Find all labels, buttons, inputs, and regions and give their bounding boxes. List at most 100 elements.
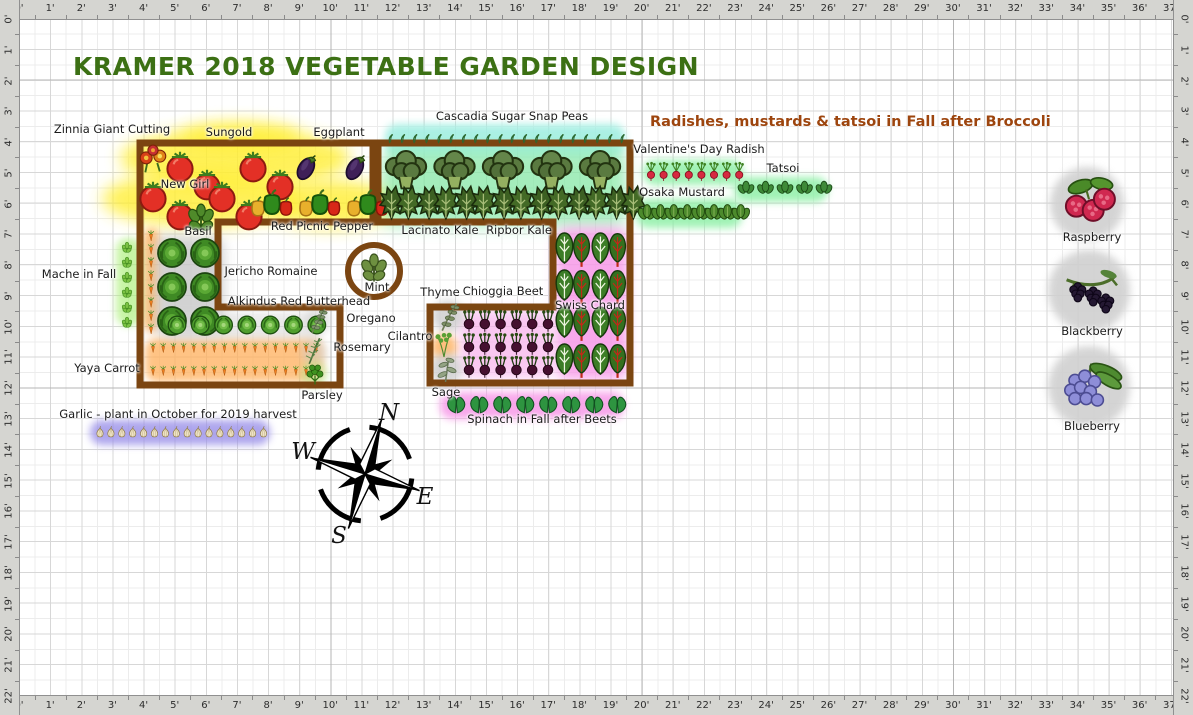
plant-yaya-carrot-row-1[interactable] bbox=[150, 342, 320, 353]
ruler-tick bbox=[906, 696, 908, 700]
ruler-label: 4' bbox=[138, 700, 149, 711]
ruler-label: 11' bbox=[3, 349, 15, 366]
ruler-tick bbox=[1092, 696, 1094, 700]
ruler-label: 11' bbox=[1178, 349, 1190, 366]
ruler-tick bbox=[1174, 434, 1178, 436]
ruler-tick bbox=[1174, 249, 1178, 251]
ruler-tick bbox=[221, 15, 223, 19]
ruler-label: 19' bbox=[602, 3, 619, 14]
plant-basil[interactable] bbox=[186, 203, 215, 233]
ruler-tick bbox=[221, 696, 223, 700]
plant-chioggia-beet[interactable] bbox=[463, 309, 554, 378]
plant-mint[interactable] bbox=[359, 253, 388, 282]
ruler-tick bbox=[252, 15, 254, 19]
plant-red-picnic-pepper[interactable] bbox=[251, 188, 389, 217]
ruler-label: 2' bbox=[76, 3, 86, 14]
ruler-label: 14' bbox=[447, 3, 463, 14]
ruler-label: 17' bbox=[540, 3, 556, 14]
label-mint: Mint bbox=[364, 280, 390, 294]
plant-eggplant[interactable] bbox=[294, 151, 369, 182]
ruler-tick bbox=[906, 15, 908, 19]
ruler-label: 22' bbox=[1178, 688, 1190, 704]
plant-valentines-day-radish[interactable] bbox=[646, 161, 744, 181]
ruler-label: 17' bbox=[3, 534, 15, 550]
label-blueberry: Blueberry bbox=[1064, 419, 1120, 433]
plant-yaya-carrot-row-2[interactable] bbox=[150, 365, 320, 376]
ruler-tick bbox=[1174, 280, 1178, 282]
label-eggplant: Eggplant bbox=[313, 125, 365, 139]
compass-rose-icon[interactable]: N E S W bbox=[291, 400, 436, 549]
ruler-tick bbox=[1174, 588, 1178, 590]
plant-swiss-chard[interactable] bbox=[555, 232, 627, 378]
plant-sungold-tomato[interactable] bbox=[166, 151, 294, 201]
ruler-tick bbox=[15, 219, 19, 220]
ruler-tick bbox=[812, 15, 814, 19]
ruler-tick bbox=[96, 15, 98, 19]
ruler-tick bbox=[15, 311, 19, 313]
garden-mint-pot[interactable] bbox=[345, 242, 403, 300]
plant-jericho-romaine[interactable] bbox=[157, 238, 220, 336]
ruler-tick bbox=[345, 15, 347, 19]
plant-garlic[interactable] bbox=[96, 426, 267, 438]
ruler-label: 37' bbox=[1163, 700, 1179, 711]
plant-mache-in-fall[interactable] bbox=[121, 241, 133, 328]
plant-kale-row[interactable] bbox=[378, 184, 647, 221]
plant-layer bbox=[96, 134, 1124, 438]
ruler-tick bbox=[501, 15, 503, 19]
ruler-tick bbox=[1061, 696, 1063, 700]
plant-broccoli[interactable] bbox=[384, 149, 622, 190]
ruler-tick bbox=[1174, 557, 1178, 559]
ruler-label: 33' bbox=[1038, 700, 1055, 711]
ruler-tick bbox=[15, 434, 19, 436]
ruler-tick bbox=[15, 495, 19, 497]
plant-raspberry[interactable] bbox=[1064, 176, 1116, 222]
ruler-label: 36' bbox=[1131, 3, 1148, 14]
plant-rosemary[interactable] bbox=[305, 337, 323, 365]
plant-thyme[interactable] bbox=[441, 302, 460, 331]
ruler-tick bbox=[781, 15, 783, 19]
ruler-tick bbox=[15, 619, 19, 620]
plant-tatsoi[interactable] bbox=[737, 180, 834, 194]
plant-blueberry[interactable] bbox=[1064, 360, 1124, 407]
ruler-label: 23' bbox=[727, 3, 743, 14]
ruler-label: 1' bbox=[1178, 45, 1190, 55]
ruler-label: 19' bbox=[1178, 595, 1190, 612]
ruler-label: 15' bbox=[478, 3, 494, 14]
plant-sage[interactable] bbox=[437, 357, 457, 383]
plant-spinach-fall[interactable] bbox=[447, 396, 627, 414]
plant-cilantro[interactable] bbox=[435, 332, 452, 358]
ruler-tick bbox=[875, 15, 877, 19]
ruler-label: 9' bbox=[294, 700, 304, 711]
glow-18 bbox=[431, 334, 457, 360]
ruler-tick bbox=[1174, 619, 1178, 620]
plant-osaka-mustard[interactable] bbox=[637, 204, 752, 221]
ruler-tick bbox=[626, 696, 628, 700]
garden-bed-east[interactable] bbox=[374, 139, 634, 387]
plant-new-girl-tomato[interactable] bbox=[139, 181, 263, 231]
label-spinach: Spinach in Fall after Beets bbox=[467, 412, 617, 426]
plant-carrot-column[interactable] bbox=[147, 230, 155, 335]
ruler-tick bbox=[15, 342, 19, 344]
ruler-tick bbox=[65, 696, 67, 700]
ruler-tick bbox=[937, 15, 939, 19]
glow-6 bbox=[643, 160, 743, 185]
ruler-label: 19' bbox=[3, 595, 15, 612]
ruler-label: 5' bbox=[170, 700, 180, 711]
ruler-label: 22' bbox=[696, 3, 712, 14]
plant-parsley[interactable] bbox=[306, 364, 324, 385]
ruler-label: 21' bbox=[1178, 657, 1190, 673]
ruler-label: 20' bbox=[1178, 626, 1190, 643]
ruler-tick bbox=[594, 15, 596, 19]
ruler-tick bbox=[1174, 219, 1178, 220]
ruler-tick bbox=[283, 696, 285, 700]
ruler-tick bbox=[15, 649, 19, 651]
plant-alkindus-red-butterhead[interactable] bbox=[167, 315, 327, 335]
plant-cascadia-sugar-snap-peas[interactable] bbox=[388, 134, 625, 144]
plant-zinnia-giant-cutting[interactable] bbox=[139, 144, 167, 173]
ruler-label: 24' bbox=[758, 700, 774, 711]
plant-oregano[interactable] bbox=[311, 308, 328, 334]
garden-bed-west[interactable] bbox=[136, 139, 377, 389]
plant-blackberry[interactable] bbox=[1066, 268, 1118, 314]
ruler-top: 0'1'2'3'4'5'6'7'8'9'10'11'12'13'14'15'16… bbox=[0, 0, 1193, 20]
